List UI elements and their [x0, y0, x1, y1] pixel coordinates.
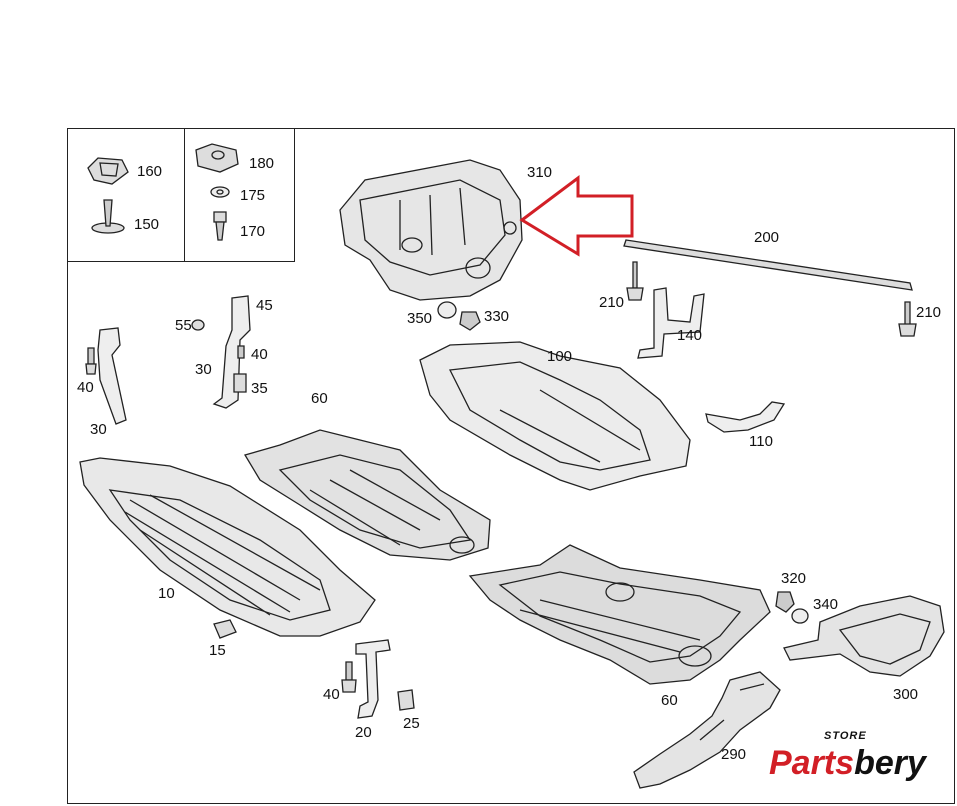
callout-30-left: 30	[90, 421, 107, 438]
callout-330: 330	[484, 308, 510, 325]
part-290-duct	[633, 671, 781, 789]
washer-340	[791, 608, 809, 624]
callout-340: 340	[813, 596, 839, 613]
callout-200: 200	[754, 229, 780, 246]
washer-350	[437, 301, 457, 319]
clip-15	[213, 619, 237, 639]
diagram-frame	[67, 128, 955, 804]
callout-15: 15	[209, 642, 226, 659]
push-rivet-150	[91, 199, 125, 234]
callout-160: 160	[137, 163, 163, 180]
part-60-lower	[468, 544, 771, 685]
callout-35: 35	[251, 380, 268, 397]
callout-210-left: 210	[599, 294, 625, 311]
bolt-210-right	[898, 301, 917, 337]
callout-60-upper: 60	[311, 390, 328, 407]
callout-180: 180	[249, 155, 275, 172]
callout-60-lower: 60	[661, 692, 678, 709]
callout-40-bottom: 40	[323, 686, 340, 703]
callout-290: 290	[721, 746, 747, 763]
logo-wordmark: Partsbery	[769, 744, 926, 782]
part-310-cover	[339, 159, 523, 301]
callout-210-right: 210	[916, 304, 942, 321]
clip-nut-160	[87, 157, 129, 185]
callout-110: 110	[749, 433, 773, 450]
callout-310: 310	[527, 164, 553, 181]
part-300-panel	[783, 595, 945, 677]
callout-150: 150	[134, 216, 160, 233]
part-100-shield	[419, 341, 691, 491]
callout-40-mid: 40	[251, 346, 268, 363]
clip-nut-180	[195, 143, 239, 173]
callout-55: 55	[175, 317, 192, 334]
logo-word-part2: bery	[854, 744, 926, 782]
tie-rod-200	[623, 239, 913, 291]
callout-140: 140	[677, 327, 703, 344]
callout-40-left: 40	[77, 379, 94, 396]
part-60-upper	[244, 429, 491, 561]
callout-10: 10	[158, 585, 175, 602]
callout-170: 170	[240, 223, 266, 240]
washer-175	[210, 186, 230, 198]
bracket-110	[705, 401, 786, 433]
callout-300: 300	[893, 686, 919, 703]
logo-word-part1: Parts	[769, 744, 855, 782]
callout-20: 20	[355, 724, 372, 741]
callout-25: 25	[403, 715, 420, 732]
callout-320: 320	[781, 570, 807, 587]
bolt-170	[213, 211, 227, 241]
callout-175: 175	[240, 187, 266, 204]
bracket-140	[637, 287, 705, 359]
callout-100: 100	[547, 348, 573, 365]
bracket-45-30	[191, 295, 251, 409]
callout-30-mid: 30	[195, 361, 212, 378]
callout-45: 45	[256, 297, 273, 314]
part-10-bumper-guard	[79, 457, 376, 637]
nut-320	[775, 591, 795, 613]
callout-350: 350	[407, 310, 433, 327]
bracket-20	[341, 639, 415, 719]
red-arrow-icon	[519, 175, 634, 257]
logo-store-text: STORE	[824, 730, 867, 742]
bracket-30-left	[85, 327, 127, 425]
nut-330	[459, 311, 481, 331]
fastener-box-left	[67, 128, 185, 262]
bolt-210-left	[626, 261, 644, 301]
